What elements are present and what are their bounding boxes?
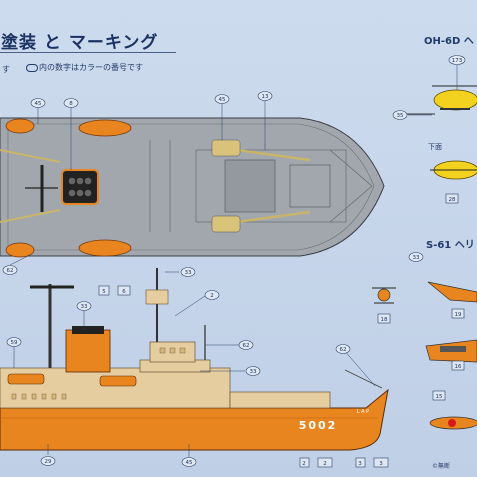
oh6d-bottom-view xyxy=(430,160,477,180)
svg-text:3: 3 xyxy=(358,461,362,467)
callout-45-a: 45 xyxy=(30,98,46,108)
s61-heading: S-61 ヘリ xyxy=(426,240,475,251)
svg-text:18: 18 xyxy=(381,317,388,323)
callout-62-c: 62 xyxy=(335,344,351,354)
square-15: 15 xyxy=(432,390,446,401)
callout-33-b: 33 xyxy=(76,301,92,311)
square-3-b: 3 xyxy=(373,457,389,468)
svg-text:2: 2 xyxy=(210,293,214,299)
svg-text:29: 29 xyxy=(45,459,52,465)
callout-13: 13 xyxy=(257,91,273,101)
callout-33-a: 33 xyxy=(180,267,196,277)
callout-33-d: 33 xyxy=(408,252,424,262)
square-28: 28 xyxy=(445,193,459,204)
oh6d-side-view xyxy=(404,85,477,115)
svg-text:28: 28 xyxy=(449,197,456,203)
s61-side-view xyxy=(425,281,477,363)
svg-text:33: 33 xyxy=(185,270,192,276)
callout-59: 59 xyxy=(6,337,22,347)
square-2-a: 2 xyxy=(299,457,310,468)
svg-text:33: 33 xyxy=(250,369,257,375)
callout-8: 8 xyxy=(63,98,79,108)
svg-text:62: 62 xyxy=(243,343,250,349)
leader-lines xyxy=(9,65,458,457)
svg-text:33: 33 xyxy=(413,255,420,261)
svg-text:173: 173 xyxy=(452,58,463,64)
square-18: 18 xyxy=(377,313,391,324)
svg-text:35: 35 xyxy=(397,113,404,119)
callout-62-a: 62 xyxy=(2,265,18,275)
page-title: 塗装 と マーキング xyxy=(1,33,159,53)
square-3-a: 3 xyxy=(355,457,366,468)
callout-173: 173 xyxy=(448,55,466,65)
ship-top-view xyxy=(0,117,385,258)
oh6d-bottom-view-label: 下面 xyxy=(428,143,442,151)
svg-text:62: 62 xyxy=(7,268,14,274)
callout-33-c: 33 xyxy=(245,366,261,376)
callout-2: 2 xyxy=(204,290,220,300)
svg-text:45: 45 xyxy=(186,460,193,466)
svg-text:13: 13 xyxy=(262,94,269,100)
hull-number: 5002 xyxy=(299,419,338,432)
svg-text:16: 16 xyxy=(455,364,462,370)
callout-62-b: 62 xyxy=(238,340,254,350)
callout-35: 35 xyxy=(392,110,408,120)
svg-text:59: 59 xyxy=(11,340,18,346)
svg-text:3: 3 xyxy=(379,461,383,467)
small-helicopter-front xyxy=(372,287,396,304)
svg-text:45: 45 xyxy=(219,97,226,103)
hull-letters: L A P xyxy=(357,409,369,415)
svg-text:15: 15 xyxy=(436,394,443,400)
square-5: 5 xyxy=(98,285,110,296)
color-number-note: 内の数字はカラーの番号です xyxy=(26,62,143,73)
oval-symbol-icon xyxy=(26,63,38,72)
svg-text:33: 33 xyxy=(81,304,88,310)
svg-text:6: 6 xyxy=(122,289,126,295)
title-underline xyxy=(0,52,176,53)
copyright-text: ©無断 xyxy=(432,463,451,470)
svg-text:62: 62 xyxy=(340,347,347,353)
svg-text:45: 45 xyxy=(35,101,42,107)
svg-text:2: 2 xyxy=(302,461,306,467)
s61-detail xyxy=(429,416,477,430)
oh6d-heading: OH-6D ヘ xyxy=(424,36,474,47)
color-note-text: 内の数字はカラーの番号です xyxy=(39,63,143,72)
svg-text:8: 8 xyxy=(69,101,73,107)
ship-side-view: 5002 L A P xyxy=(0,268,389,451)
square-16: 16 xyxy=(451,360,465,371)
square-2-b: 2 xyxy=(317,457,333,468)
svg-text:2: 2 xyxy=(323,461,327,467)
svg-text:5: 5 xyxy=(102,289,106,295)
note-fragment: す xyxy=(2,65,10,74)
callout-45-c: 45 xyxy=(181,457,197,467)
square-6: 6 xyxy=(117,285,131,296)
callout-45-b: 45 xyxy=(214,94,230,104)
svg-text:19: 19 xyxy=(455,312,462,318)
square-19: 19 xyxy=(451,308,465,319)
callout-29: 29 xyxy=(40,456,56,466)
